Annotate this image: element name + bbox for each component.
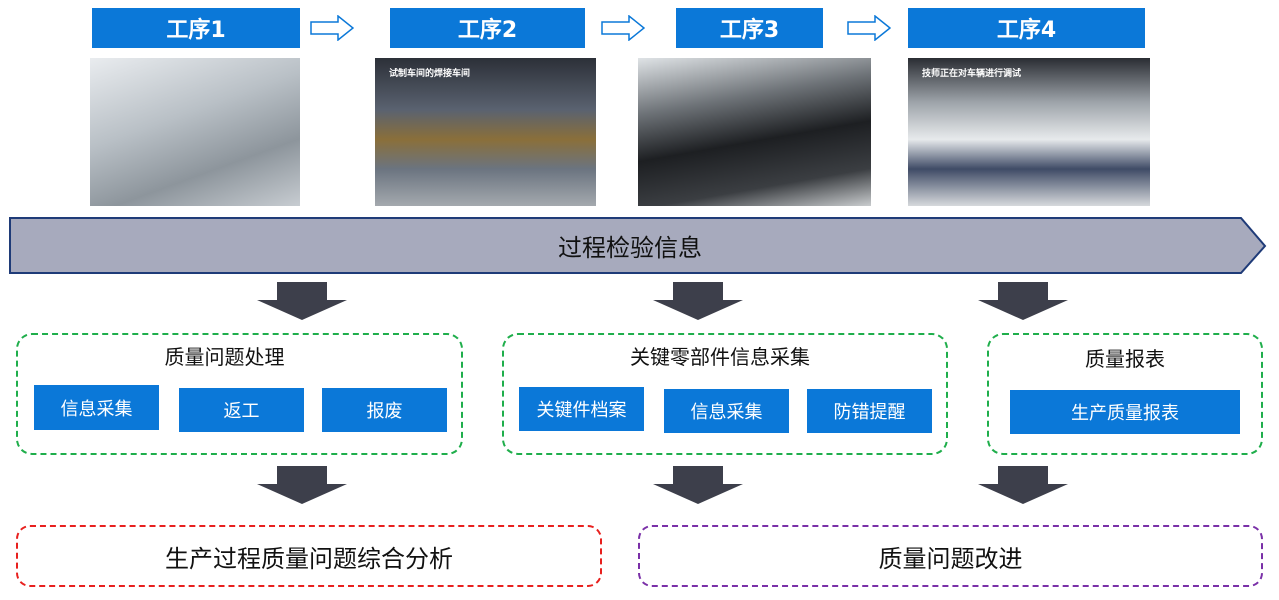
process-inspection-banner [9, 217, 1267, 274]
photo-body-assembly [90, 58, 300, 206]
quality-report-group: 质量报表 [987, 333, 1263, 455]
down-arrow-icon [978, 466, 1068, 504]
info-collect-button[interactable]: 信息采集 [664, 389, 789, 433]
step-1: 工序1 [92, 8, 300, 48]
photo-vehicle-debugging: 技师正在对车辆进行调试 [908, 58, 1150, 206]
right-arrow-icon [847, 15, 891, 41]
production-quality-report-button[interactable]: 生产质量报表 [1010, 390, 1240, 434]
quality-issue-handling-group: 质量问题处理 [16, 333, 463, 455]
key-part-archive-button[interactable]: 关键件档案 [519, 387, 644, 431]
down-arrow-icon [653, 466, 743, 504]
group-title: 关键零部件信息采集 [630, 345, 810, 369]
right-arrow-icon [601, 15, 645, 41]
group-title: 质量问题处理 [164, 345, 285, 369]
down-arrow-icon [257, 282, 347, 320]
quality-improvement-box: 质量问题改进 [638, 525, 1263, 587]
key-parts-collection-group: 关键零部件信息采集 [502, 333, 948, 455]
photo-interior-assembly [638, 58, 871, 206]
down-arrow-icon [978, 282, 1068, 320]
right-arrow-icon [310, 15, 354, 41]
down-arrow-icon [257, 466, 347, 504]
step-4: 工序4 [908, 8, 1145, 48]
error-proofing-button[interactable]: 防错提醒 [807, 389, 932, 433]
group-title: 质量报表 [1085, 347, 1165, 371]
photo-caption: 试制车间的焊接车间 [389, 69, 471, 79]
info-collect-button[interactable]: 信息采集 [34, 385, 159, 430]
step-3: 工序3 [676, 8, 823, 48]
banner-title: 过程检验信息 [558, 233, 702, 262]
step-2: 工序2 [390, 8, 585, 48]
scrap-button[interactable]: 报废 [322, 388, 447, 432]
photo-caption: 技师正在对车辆进行调试 [922, 69, 1022, 79]
comprehensive-analysis-box: 生产过程质量问题综合分析 [16, 525, 602, 587]
photo-welding-workshop: 试制车间的焊接车间 [375, 58, 596, 206]
rework-button[interactable]: 返工 [179, 388, 304, 432]
down-arrow-icon [653, 282, 743, 320]
